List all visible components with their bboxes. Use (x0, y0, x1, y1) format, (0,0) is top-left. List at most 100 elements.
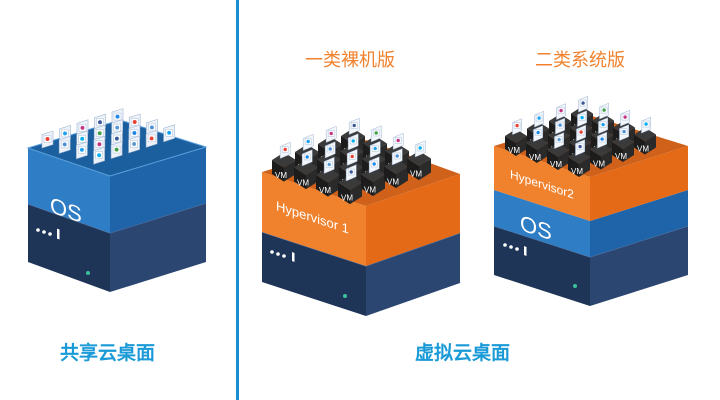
app-tile (93, 146, 105, 165)
instagram-icon (623, 115, 627, 119)
facebook-icon (578, 144, 582, 149)
vm-label: VM (275, 171, 287, 180)
hosted-hypervisor-left (494, 146, 590, 221)
twitter-icon (79, 147, 84, 152)
facebook-icon (352, 123, 356, 128)
vm-label: VM (529, 153, 541, 162)
bm-hypervisor-right (366, 174, 460, 266)
ie-icon (132, 131, 137, 135)
shared-status-light (86, 271, 90, 275)
mail-icon (558, 123, 562, 127)
instagram-icon (396, 138, 400, 143)
vm-cube: VM (294, 149, 318, 190)
chrome-icon (579, 130, 583, 134)
bm-server-dots (270, 250, 295, 262)
mail-icon (149, 125, 154, 130)
shared-server-right (110, 203, 206, 292)
facebook-icon (349, 170, 353, 174)
skype-icon (351, 139, 355, 143)
twitter-icon (601, 122, 605, 127)
vm-label: VM (550, 160, 562, 169)
calendar-icon (602, 108, 606, 112)
vm-cube: VM (505, 118, 527, 157)
vm-label: VM (387, 178, 399, 187)
twitter-icon (63, 131, 67, 136)
vm-label: VM (571, 167, 583, 176)
instagram-icon (80, 125, 85, 130)
vm-cube: VM (526, 125, 548, 164)
shared-server-dots (36, 228, 60, 240)
hosted-vm-grid: VMVMVMVMVMVMVMVMVMVMVMVMVMVMVMVM (505, 95, 656, 178)
chrome-icon (283, 147, 287, 152)
vm-label: VM (341, 194, 353, 203)
mail-icon (328, 147, 332, 151)
hosted-status-light (573, 284, 577, 288)
vm-label: VM (410, 170, 422, 179)
vm-cube: VM (634, 116, 656, 155)
ie-icon (372, 162, 376, 166)
mail-icon (622, 129, 626, 134)
virtual-desktop-caption: 虚拟云桌面 (415, 342, 511, 364)
mail-icon (62, 142, 67, 147)
type1-title: 一类裸机版 (305, 50, 395, 71)
bm-server-left (262, 232, 366, 316)
facebook-icon (98, 120, 102, 125)
chrome-icon (149, 136, 154, 141)
vm-label: VM (637, 144, 649, 153)
app-tile (163, 124, 175, 143)
mountain-photo-icon (327, 162, 331, 167)
vm-cube: VM (407, 140, 431, 181)
calendar-icon (374, 131, 378, 135)
chrome-icon (350, 154, 354, 159)
app-tile (110, 141, 123, 160)
twitter-icon (306, 139, 310, 144)
skype-icon (80, 136, 85, 141)
hosted-server-right (590, 226, 688, 306)
instagram-icon (559, 108, 563, 113)
skype-icon (580, 115, 584, 120)
skype-icon (418, 146, 422, 150)
chrome-icon (45, 137, 50, 141)
calendar-icon (114, 147, 119, 152)
vm-label: VM (615, 152, 627, 161)
skype-icon (97, 153, 102, 158)
ie-icon (536, 130, 540, 135)
ie-icon (115, 114, 120, 119)
vm-cube: VM (384, 148, 408, 189)
section-divider (236, 0, 239, 400)
bm-server-right (366, 233, 460, 316)
app-tile (58, 135, 71, 154)
app-tile (76, 141, 88, 160)
twitter-icon (373, 146, 377, 151)
shared-os-right (110, 147, 206, 233)
hosted-os-left (494, 190, 590, 257)
app-tile (128, 135, 140, 154)
mountain-photo-icon (115, 125, 120, 130)
vm-cube: VM (590, 131, 612, 170)
twitter-icon (167, 130, 172, 135)
shared-stack: OS (26, 108, 208, 292)
chrome-icon (515, 123, 519, 128)
skype-icon (644, 122, 648, 126)
mountain-photo-icon (132, 142, 137, 146)
twitter-icon (537, 116, 541, 120)
hosted-os-right (590, 190, 688, 257)
vm-cube: VM (547, 132, 569, 171)
instagram-icon (97, 142, 102, 147)
mountain-photo-icon (557, 137, 561, 142)
ie-icon (600, 137, 604, 141)
shared-desktop-caption: 共享云桌面 (60, 342, 156, 364)
hosted-stack: OS Hypervisor2 VMVMVMVMVMVMVMVMVMVMVMVMV… (493, 95, 689, 306)
shared-app-tiles (41, 108, 175, 165)
hosted-server-left (494, 226, 590, 306)
vm-label: VM (297, 179, 309, 188)
app-tile (41, 130, 54, 149)
type2-title: 二类系统版 (535, 50, 625, 71)
facebook-icon (581, 101, 585, 105)
instagram-icon (329, 131, 333, 136)
vm-cube: VM (612, 124, 634, 163)
hosted-server-dots (503, 243, 527, 256)
calendar-icon (97, 131, 102, 136)
facebook-icon (114, 136, 119, 141)
vm-cube: VM (272, 141, 296, 182)
